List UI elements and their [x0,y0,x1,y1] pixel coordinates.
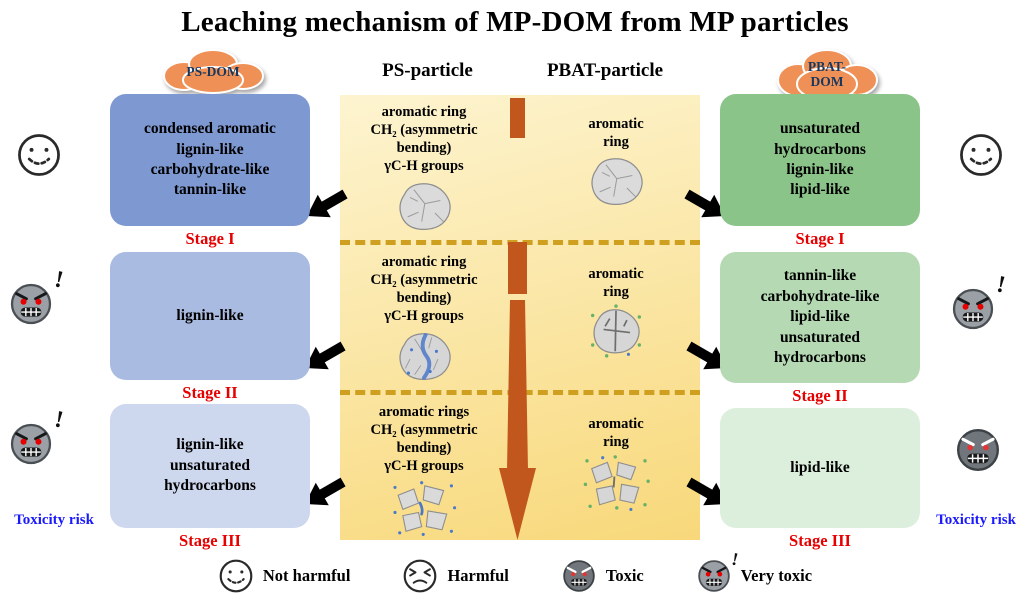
ps-dom-stage2-box: lignin-like [110,252,310,380]
not-harmful-face [16,132,62,178]
pbat-stage3-label: Stage III [789,531,851,550]
smiley-face-icon [16,132,62,178]
ps-stage2-groups: aromatic ring CH₂ (asymmetric bending) γ… [370,254,478,325]
ps-stage3-groups: aromatic rings CH₂ (asymmetric bending) … [370,404,478,475]
legend-label: Very toxic [740,566,813,585]
ps-stage1-cell: aromatic ring CH₂ (asymmetric bending) γ… [344,103,504,240]
toxic-face-icon [561,558,597,594]
very-toxic-face-icon [8,281,54,327]
ps-particle-header: PS-particle [382,60,473,81]
pbat-stage3-groups: aromatic ring [588,416,644,451]
intact-ps-particle-icon [386,178,462,234]
toxicity-risk-label-left: Toxicity risk [14,512,94,528]
very-toxic-face: ! [696,549,740,594]
pbat-dom-stage3-box: lipid-like [720,408,920,528]
very-toxic-face-icon [696,558,732,594]
pbat-dom-label: PBAT- DOM [807,59,847,89]
fragmented-pbat-particle-icon [577,453,655,511]
cloud-icon [163,49,264,94]
ps-stage3-label: Stage III [179,531,241,550]
intact-pbat-particle-icon [578,153,654,209]
ps-dom-stage1-box: condensed aromatic lignin-like carbohydr… [110,94,310,226]
very-toxic-face: ! [8,266,66,327]
toxic-face [561,558,597,594]
legend-item-very-toxic: ! Very toxic [696,549,813,594]
pbat-dom-stage1-box: unsaturated hydrocarbons lignin-like lip… [720,94,920,226]
legend: Not harmful Harmful Toxic ! Very toxic [0,549,1030,594]
pbat-stage1-groups: aromatic ring [588,116,644,151]
very-toxic-face: ! [8,406,66,467]
pbat-dom-cloud: PBAT- DOM [772,46,882,104]
toxic-face [954,426,1002,474]
ps-stage2-cell: aromatic ring CH₂ (asymmetric bending) γ… [344,253,504,390]
not-harmful-face [958,132,1004,178]
exclamation-icon: ! [52,266,66,294]
ps-stage1-groups: aromatic ring CH₂ (asymmetric bending) γ… [370,104,478,175]
very-toxic-face-icon [950,286,996,332]
very-toxic-face: ! [950,271,1008,332]
pbat-particle-header: PBAT-particle [546,60,664,81]
smiley-face-icon [218,558,254,594]
pbat-stage1-label: Stage I [795,229,845,248]
pbat-stage2-groups: aromatic ring [588,266,644,301]
legend-item-harmful: Harmful [402,558,509,594]
pbat-stage1-cell: aromatic ring [536,103,696,240]
legend-item-not-harmful: Not harmful [218,558,351,594]
page-title: Leaching mechanism of MP-DOM from MP par… [181,6,849,38]
legend-label: Toxic [605,566,644,585]
pbat-stage2-label: Stage II [792,386,848,405]
exclamation-icon: ! [729,548,740,570]
ps-dom-stage3-box: lignin-like unsaturated hydrocarbons [110,404,310,528]
not-harmful-face [218,558,254,594]
harmful-face-icon [402,558,438,594]
ps-stage3-cell: aromatic rings CH₂ (asymmetric bending) … [344,403,504,540]
exclamation-icon: ! [994,271,1008,299]
very-toxic-face-icon [8,421,54,467]
pbat-dom-stage2-box: tannin-like carbohydrate-like lipid-like… [720,252,920,383]
exclamation-icon: ! [52,406,66,434]
fragmented-ps-particle-icon [385,478,463,536]
harmful-face [402,558,438,594]
toxicity-risk-label-right: Toxicity risk [936,512,1016,528]
legend-label: Not harmful [262,566,351,585]
center-row-stage3: aromatic rings CH₂ (asymmetric bending) … [340,395,700,540]
cloud-icon [777,49,878,101]
ps-stage2-label: Stage II [182,383,238,402]
pbat-stage2-cell: aromatic ring [536,253,696,390]
legend-item-toxic: Toxic [561,558,644,594]
ps-dom-cloud: PS-DOM [158,48,268,96]
toxic-face-icon [954,426,1002,474]
ps-dom-label: PS-DOM [186,63,240,79]
smiley-face-icon [958,132,1004,178]
cracked-ps-particle-icon [386,328,462,384]
ps-stage1-label: Stage I [185,229,235,248]
leaching-progress-arrow [499,98,536,540]
cracked-pbat-particle-icon [578,303,654,359]
pbat-stage3-cell: aromatic ring [536,403,696,540]
legend-label: Harmful [447,566,509,585]
